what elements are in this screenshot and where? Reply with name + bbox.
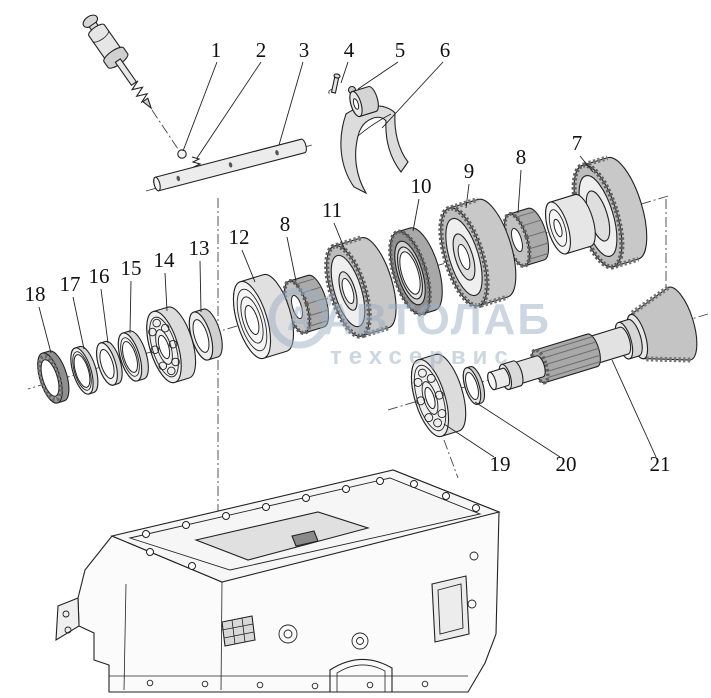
callout-numbers: 1 2 3 4 5 6 7 8 9 10 11 8 12 13 14 15 16… bbox=[25, 38, 671, 476]
washer-15 bbox=[117, 330, 149, 382]
callout-10-leader bbox=[412, 198, 420, 232]
callout-4: 4 bbox=[344, 38, 355, 62]
bearing-drop-line bbox=[443, 439, 459, 479]
callout-12-leader bbox=[241, 249, 256, 283]
callout-12: 12 bbox=[229, 225, 250, 249]
callout-20: 20 bbox=[556, 452, 577, 476]
washer-16 bbox=[96, 340, 123, 386]
callout-18: 18 bbox=[25, 282, 46, 306]
fork-boss bbox=[349, 86, 379, 118]
housing-window bbox=[431, 575, 470, 643]
callout-15: 15 bbox=[121, 256, 142, 280]
callout-6-leader bbox=[381, 61, 444, 129]
callout-8r-leader bbox=[517, 169, 522, 214]
hub-7 bbox=[545, 193, 596, 255]
callout-11-leader bbox=[333, 222, 346, 251]
housing-shift-hole bbox=[291, 530, 319, 547]
callout-5: 5 bbox=[395, 38, 406, 62]
housing-lug bbox=[55, 597, 80, 642]
callout-13-leader bbox=[199, 260, 202, 313]
synchronizer-10 bbox=[388, 227, 443, 317]
callout-8l-leader bbox=[286, 236, 297, 282]
callout-8-left: 8 bbox=[280, 212, 291, 236]
callout-1: 1 bbox=[211, 38, 222, 62]
bearing-14 bbox=[146, 306, 197, 384]
callout-9: 9 bbox=[464, 159, 475, 183]
gear-11 bbox=[324, 235, 397, 339]
callout-leaders bbox=[38, 61, 657, 458]
callout-13: 13 bbox=[189, 236, 210, 260]
callout-17-leader bbox=[72, 296, 85, 350]
gearbox-housing bbox=[55, 469, 501, 693]
callout-15-leader bbox=[129, 280, 132, 334]
watermark: А АВТОЛАБ техсервис bbox=[268, 287, 551, 370]
housing-opening bbox=[194, 511, 370, 561]
housing-arch bbox=[329, 658, 393, 692]
watermark-line2: техсервис bbox=[330, 343, 515, 370]
callout-19: 19 bbox=[490, 452, 511, 476]
callout-21-leader bbox=[611, 359, 657, 458]
callout-1-leader bbox=[182, 61, 218, 152]
ring-13 bbox=[188, 308, 223, 361]
callout-4-leader bbox=[340, 61, 349, 84]
housing-plate bbox=[221, 615, 256, 647]
callout-2-leader bbox=[196, 61, 262, 159]
callout-14: 14 bbox=[154, 248, 176, 272]
callout-8-right: 8 bbox=[516, 145, 527, 169]
watermark-logo-letter: А bbox=[287, 300, 312, 338]
callout-21: 21 bbox=[650, 452, 671, 476]
callout-19-leader bbox=[443, 423, 495, 458]
callout-18-leader bbox=[38, 306, 52, 354]
bottom-bolt-holes bbox=[146, 679, 429, 690]
callout-3: 3 bbox=[299, 38, 310, 62]
callout-17: 17 bbox=[60, 272, 81, 296]
callout-3-leader bbox=[278, 61, 304, 146]
callout-10: 10 bbox=[411, 174, 432, 198]
flange-bolt-holes bbox=[142, 477, 480, 570]
watermark-line1: АВТОЛАБ bbox=[322, 295, 551, 344]
watermark-logo bbox=[268, 287, 330, 349]
callout-16: 16 bbox=[89, 264, 110, 288]
callout-2: 2 bbox=[256, 38, 267, 62]
plunger-axis-line bbox=[151, 109, 181, 153]
washer-17 bbox=[70, 345, 99, 395]
bearing-19 bbox=[410, 353, 467, 438]
callout-14-leader bbox=[164, 272, 168, 312]
shift-rail bbox=[153, 138, 307, 192]
callout-11: 11 bbox=[322, 198, 342, 222]
ring-18 bbox=[37, 350, 70, 404]
callout-9-leader bbox=[465, 183, 470, 209]
shift-fork bbox=[340, 105, 409, 195]
callout-7: 7 bbox=[572, 131, 583, 155]
callout-5-leader bbox=[357, 61, 399, 90]
callout-7-leader bbox=[579, 155, 594, 173]
detent-plunger bbox=[82, 14, 153, 110]
ring-20 bbox=[462, 366, 486, 405]
detent-ball bbox=[177, 149, 187, 159]
gear-9 bbox=[438, 197, 517, 309]
plunger-spring bbox=[130, 80, 149, 104]
callout-16-leader bbox=[100, 288, 109, 344]
callout-6: 6 bbox=[440, 38, 451, 62]
output-shaft-21 bbox=[487, 285, 698, 391]
lock-pin bbox=[328, 73, 341, 94]
callout-20-leader bbox=[474, 401, 561, 458]
